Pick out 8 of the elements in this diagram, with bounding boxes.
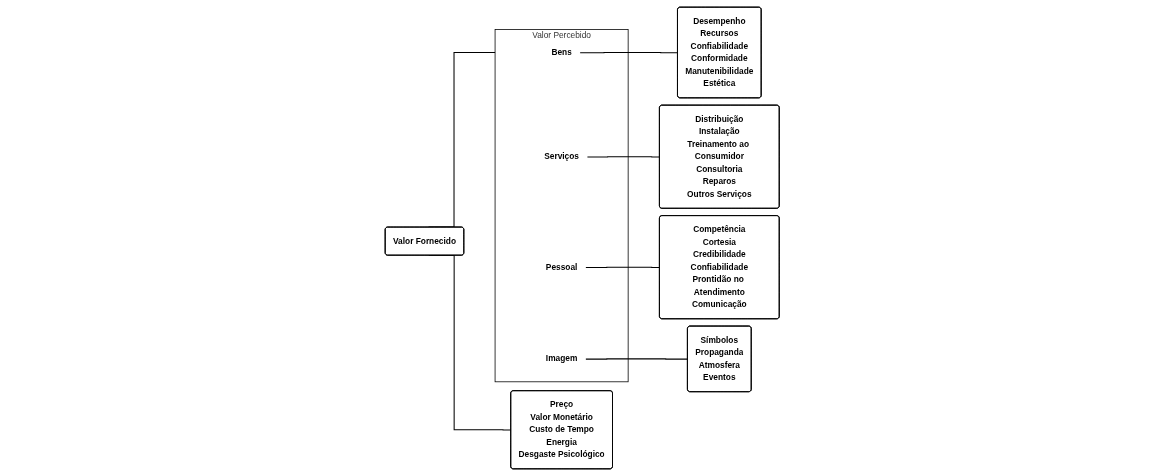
node-text: Bens (551, 47, 572, 57)
node-text: Pessoal (545, 261, 578, 271)
node-text: Serviços (544, 151, 579, 161)
node-text: Imagem (545, 353, 578, 363)
connector (586, 155, 660, 157)
connector (584, 357, 688, 360)
connector (584, 266, 660, 268)
connector (579, 51, 679, 53)
